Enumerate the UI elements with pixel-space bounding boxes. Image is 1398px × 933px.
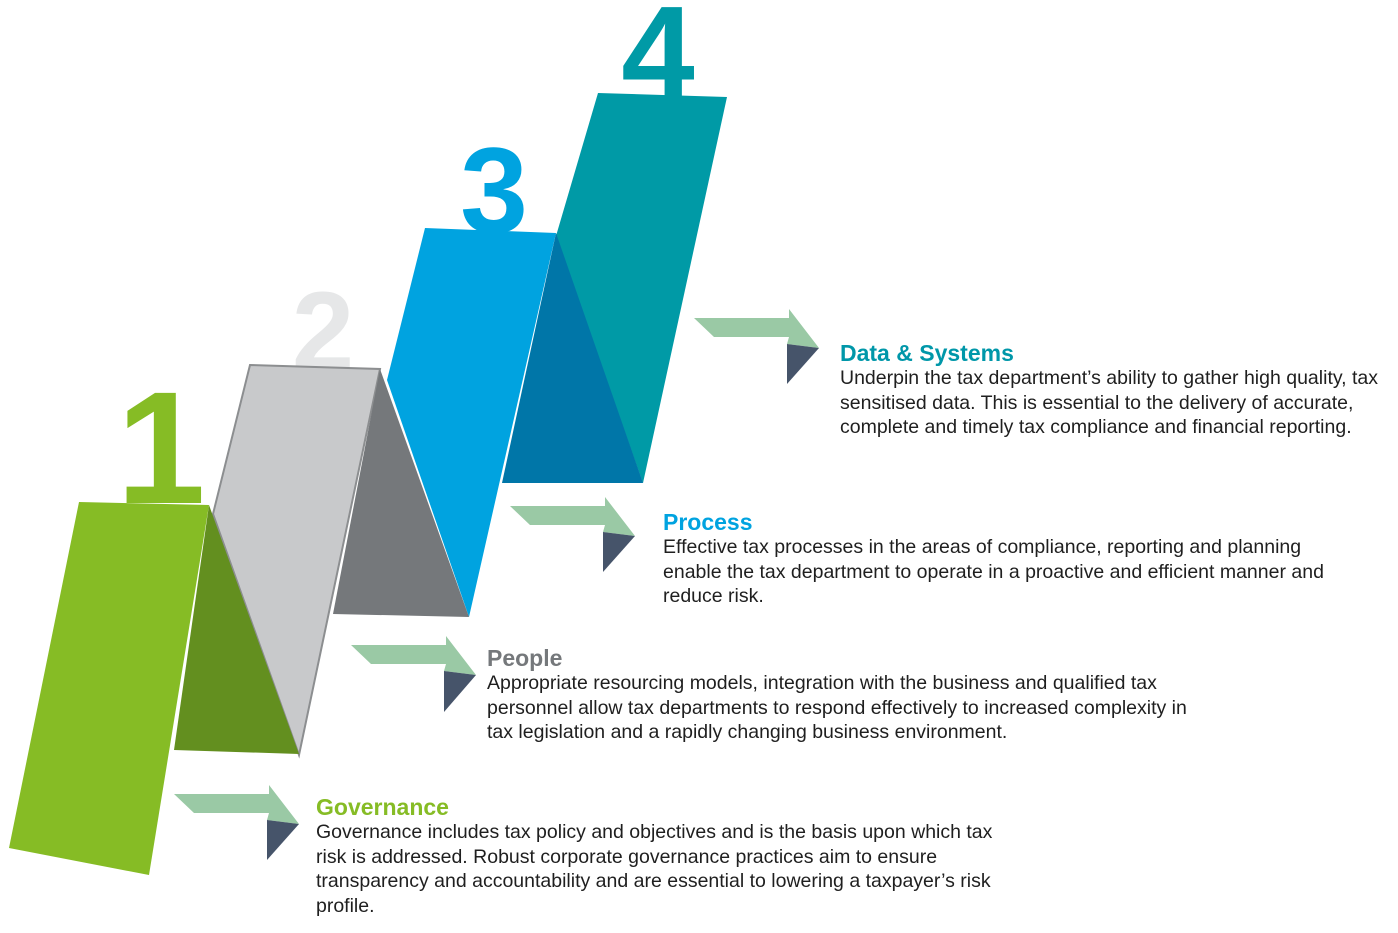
arrow-governance-body (174, 785, 299, 824)
step-process-text: Process Effective tax processes in the a… (663, 509, 1363, 609)
people-description: Appropriate resourcing models, integrati… (487, 672, 1187, 743)
step-3-side-panel (502, 233, 643, 483)
arrow-people (351, 636, 476, 712)
step-1-side-panel (174, 505, 299, 754)
governance-description: Governance includes tax policy and objec… (316, 821, 993, 917)
arrow-people-body (351, 636, 476, 675)
arrow-process (510, 497, 635, 572)
arrow-governance-fold (267, 820, 299, 860)
step-data-systems-text: Data & Systems Underpin the tax departme… (840, 340, 1396, 440)
step-2-front-panel (211, 363, 382, 759)
arrow-people-fold (444, 671, 476, 712)
step-people-text: People Appropriate resourcing models, in… (487, 645, 1207, 745)
arrow-data-systems-body (694, 309, 819, 348)
arrow-data-systems (694, 309, 819, 384)
data-systems-title: Data & Systems (840, 340, 1014, 366)
step-4-front-panel (556, 93, 727, 483)
step-governance-text: Governance Governance includes tax polic… (316, 794, 1016, 918)
governance-title: Governance (316, 794, 449, 820)
arrow-process-fold (603, 532, 635, 572)
step-2-side-panel (333, 369, 469, 617)
step-1-front-panel (9, 502, 209, 875)
people-title: People (487, 645, 563, 671)
data-systems-description: Underpin the tax department’s ability to… (840, 367, 1379, 438)
arrow-process-body (510, 497, 635, 536)
step-3-front-panel (387, 228, 556, 617)
process-title: Process (663, 509, 753, 535)
arrow-data-systems-fold (787, 344, 819, 384)
arrow-governance (174, 785, 299, 860)
process-description: Effective tax processes in the areas of … (663, 536, 1324, 607)
